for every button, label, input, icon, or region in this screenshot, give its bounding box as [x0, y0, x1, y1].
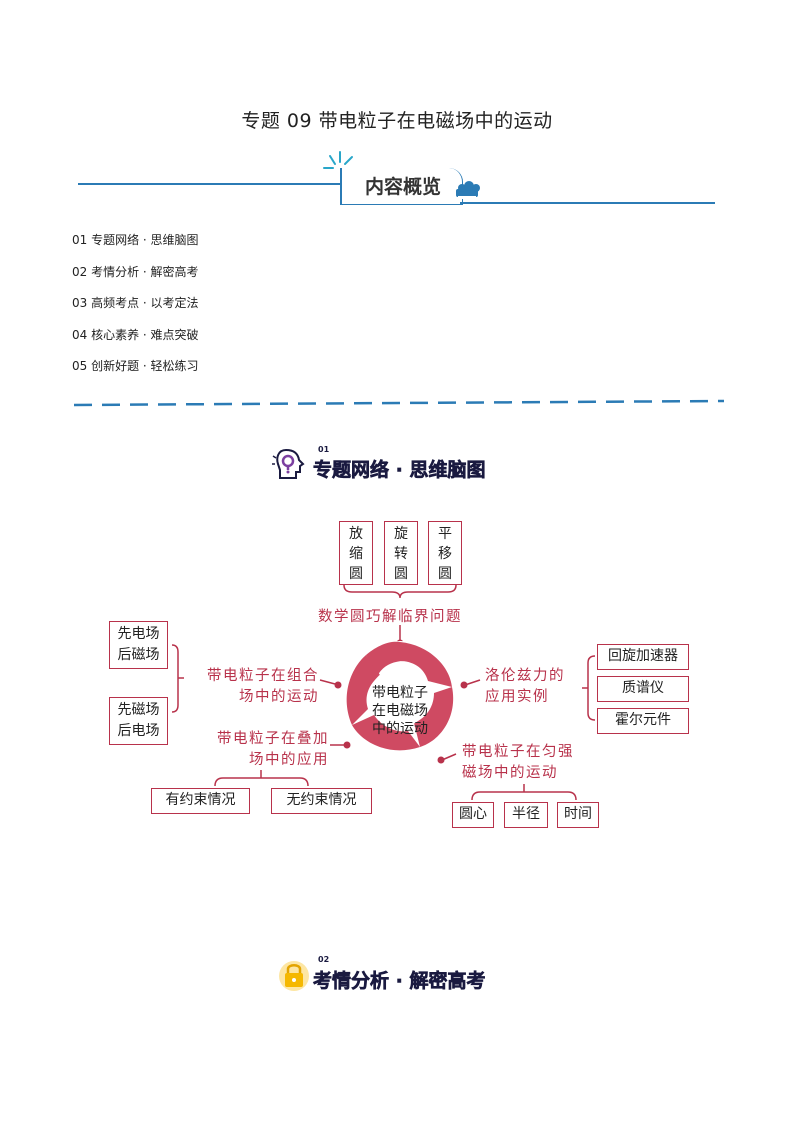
box-text: 圆	[349, 566, 363, 582]
toc-item-5[interactable]: 05 创新好题 · 轻松练习	[72, 359, 199, 373]
box-text: 平	[438, 526, 452, 542]
label-line: 应用实例	[485, 689, 549, 705]
mindmap-center-line2: 在电磁场	[372, 703, 428, 719]
branch-left-lower-label: 带电粒子在叠加 场中的应用	[199, 729, 329, 771]
document-title: 专题 09 带电粒子在电磁场中的运动	[241, 110, 553, 132]
label-line: 带电粒子在匀强	[462, 744, 574, 760]
toc-item-2[interactable]: 02 考情分析 · 解密高考	[72, 264, 199, 279]
label-line: 场中的运动	[239, 689, 319, 705]
box-time: 时间	[557, 802, 599, 828]
mindmap-center-line3: 中的运动	[372, 721, 428, 737]
section1-title: 专题网络 · 思维脑图	[313, 459, 486, 482]
box-mass-spectrometer: 质谱仪	[597, 676, 689, 702]
box-center: 圆心	[452, 802, 494, 828]
box-magnetic-then-electric: 先磁场 后电场	[109, 697, 168, 745]
toc-item-1[interactable]: 01 专题网络 · 思维脑图	[72, 233, 199, 247]
box-cyclotron: 回旋加速器	[597, 644, 689, 670]
box-text: 先电场	[117, 626, 160, 642]
label-line: 洛伦兹力的	[485, 668, 565, 684]
box-text: 缩	[349, 546, 363, 562]
toc-item-3[interactable]: 03 高频考点 · 以考定法	[72, 296, 199, 310]
box-rotating-circle: 旋 转 圆	[384, 521, 418, 585]
box-text: 移	[438, 546, 452, 562]
section1-number: 01	[318, 445, 330, 454]
overview-rule-right	[460, 202, 715, 204]
box-text: 后电场	[117, 723, 160, 739]
box-unconstrained: 无约束情况	[271, 788, 372, 814]
section2-number: 02	[318, 955, 330, 964]
branch-right-upper-label: 洛伦兹力的 应用实例	[485, 666, 565, 708]
box-text: 转	[394, 546, 408, 562]
branch-left-upper-label: 带电粒子在组合 场中的运动	[189, 666, 319, 708]
label-line: 场中的应用	[249, 752, 329, 768]
box-text: 放	[349, 526, 363, 542]
box-hall-element: 霍尔元件	[597, 708, 689, 734]
toc-item-4[interactable]: 04 核心素养 · 难点突破	[72, 327, 199, 342]
box-text: 先磁场	[117, 702, 160, 718]
branch-top-label: 数学圆巧解临界问题	[318, 609, 462, 625]
box-translating-circle: 平 移 圆	[428, 521, 462, 585]
branch-right-lower-label: 带电粒子在匀强 磁场中的运动	[462, 742, 574, 784]
box-text: 圆	[394, 566, 408, 582]
section2-title: 考情分析 · 解密高考	[313, 970, 486, 993]
label-line: 带电粒子在组合	[207, 668, 319, 684]
box-radius: 半径	[504, 802, 548, 828]
box-text: 后磁场	[117, 647, 160, 663]
box-scaling-circle: 放 缩 圆	[339, 521, 373, 585]
dashed-divider	[74, 399, 724, 407]
box-constrained: 有约束情况	[151, 788, 250, 814]
box-text: 圆	[438, 566, 452, 582]
overview-label: 内容概览	[364, 176, 441, 198]
mindmap-center: 带电粒子 在电磁场 中的运动	[355, 684, 445, 738]
table-of-contents: 01 专题网络 · 思维脑图 02 考情分析 · 解密高考 03 高频考点 · …	[72, 230, 199, 388]
box-text: 旋	[394, 526, 408, 542]
label-line: 磁场中的运动	[462, 765, 558, 781]
mindmap-center-line1: 带电粒子	[372, 685, 428, 701]
box-electric-then-magnetic: 先电场 后磁场	[109, 621, 168, 669]
label-line: 带电粒子在叠加	[217, 731, 329, 747]
overview-rule-left	[78, 183, 340, 185]
